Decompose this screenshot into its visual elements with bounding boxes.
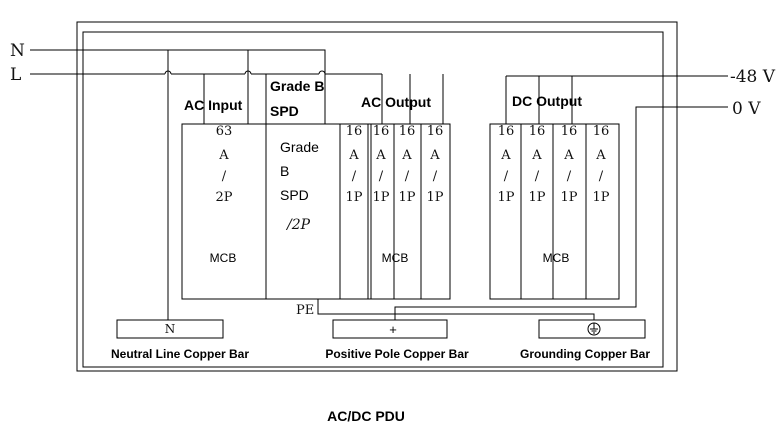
ac-mcb-3-line-2: / [405,169,410,184]
spd-text-line-2: B [280,163,289,179]
ac-output-mcb-label: MCB [382,251,409,265]
ac-mcb-4-line-3: 1P [426,190,443,205]
wire-dc-zero [394,106,728,320]
ac-mcb-1-line-1: A [348,148,359,163]
input-mcb: 63 A / 2P MCB [210,124,237,265]
dc-mcb-4-line-0: 16 [593,124,610,139]
ac-breaker-panel [181,123,451,300]
dc-mcb-4-line-2: / [599,169,604,184]
ac-mcb-2-line-0: 16 [373,124,390,139]
spd-rating: /2P [285,217,311,233]
dc-mcb-1-line-3: 1P [497,190,514,205]
heading-ac-output: AC Output [361,94,431,110]
grounding-bar-label: Grounding Copper Bar [520,347,650,361]
dc-mcb-4-line-1: A [595,148,606,163]
positive-bar-rect [332,319,448,339]
neutral-bar-label: Neutral Line Copper Bar [111,347,249,361]
input-mcb-rating-0: 63 [216,124,233,139]
ac-mcb-3-line-3: 1P [398,190,415,205]
input-mcb-rating-2: / [222,169,227,184]
ac-output-mcbs: 16 A / 1P 16 A / 1P 16 A / 1P 16 A / 1P … [345,124,443,265]
ac-mcb-4-line-1: A [429,148,440,163]
positive-copper-bar: + Positive Pole Copper Bar [325,319,469,361]
ac-mcb-4-line-0: 16 [427,124,444,139]
wire-neutral [30,49,326,124]
dc-mcb-3-line-2: / [567,169,572,184]
ac-mcb-1-line-0: 16 [346,124,363,139]
label-protective-earth: PE [296,303,314,318]
ac-mcb-3-line-0: 16 [399,124,416,139]
heading-dc-output: DC Output [512,93,582,109]
ac-mcb-2-line-2: / [379,169,384,184]
ac-mcb-2-line-1: A [375,148,386,163]
spd-text-line-1: Grade [280,139,319,155]
heading-ac-input: AC Input [184,97,243,113]
input-mcb-rating-3: 2P [215,190,232,205]
dc-mcb-2-line-1: A [531,148,542,163]
dc-mcb-3-line-1: A [563,148,574,163]
wire-protective-earth [317,299,595,320]
dc-output-mcb-label: MCB [543,251,570,265]
heading-spd-line-1: Grade B [270,78,324,94]
dc-mcb-3-line-0: 16 [561,124,578,139]
neutral-bar-rect [116,319,224,339]
dc-output-mcbs: 16 A / 1P 16 A / 1P 16 A / 1P 16 A / 1P … [497,124,609,265]
ac-mcb-4-line-2: / [433,169,438,184]
dc-mcb-2-line-3: 1P [528,190,545,205]
dc-mcb-1-line-1: A [500,148,511,163]
dc-mcb-1-line-2: / [504,169,509,184]
spd-text-line-3: SPD [280,187,309,203]
dc-mcb-2-line-2: / [535,169,540,184]
label-neutral-line: N [10,41,25,61]
ground-symbol-icon [587,322,601,336]
label-live-line: L [10,65,21,85]
dc-mcb-1-line-0: 16 [498,124,515,139]
neutral-copper-bar: N Neutral Line Copper Bar [111,319,249,361]
dc-breaker-panel [489,123,620,300]
positive-bar-symbol: + [389,322,397,337]
label-dc-zero: 0 V [732,99,761,119]
dc-mcb-3-line-3: 1P [560,190,577,205]
label-dc-negative: -48 V [730,67,776,87]
positive-bar-label: Positive Pole Copper Bar [325,347,469,361]
input-mcb-label: MCB [210,251,237,265]
input-mcb-rating-1: A [218,148,229,163]
spd-module: Grade B SPD /2P [280,139,319,233]
ac-mcb-2-line-3: 1P [372,190,389,205]
dc-mcb-4-line-3: 1P [592,190,609,205]
ac-mcb-3-line-1: A [401,148,412,163]
grounding-copper-bar: Grounding Copper Bar [520,319,650,361]
ac-mcb-1-line-3: 1P [345,190,362,205]
ac-mcb-1-line-2: / [352,169,357,184]
dc-mcb-2-line-0: 16 [529,124,546,139]
diagram-title: AC/DC PDU [327,408,405,424]
wire-hop-3 [318,70,326,75]
neutral-bar-symbol: N [165,322,176,336]
heading-spd-line-2: SPD [270,103,299,119]
